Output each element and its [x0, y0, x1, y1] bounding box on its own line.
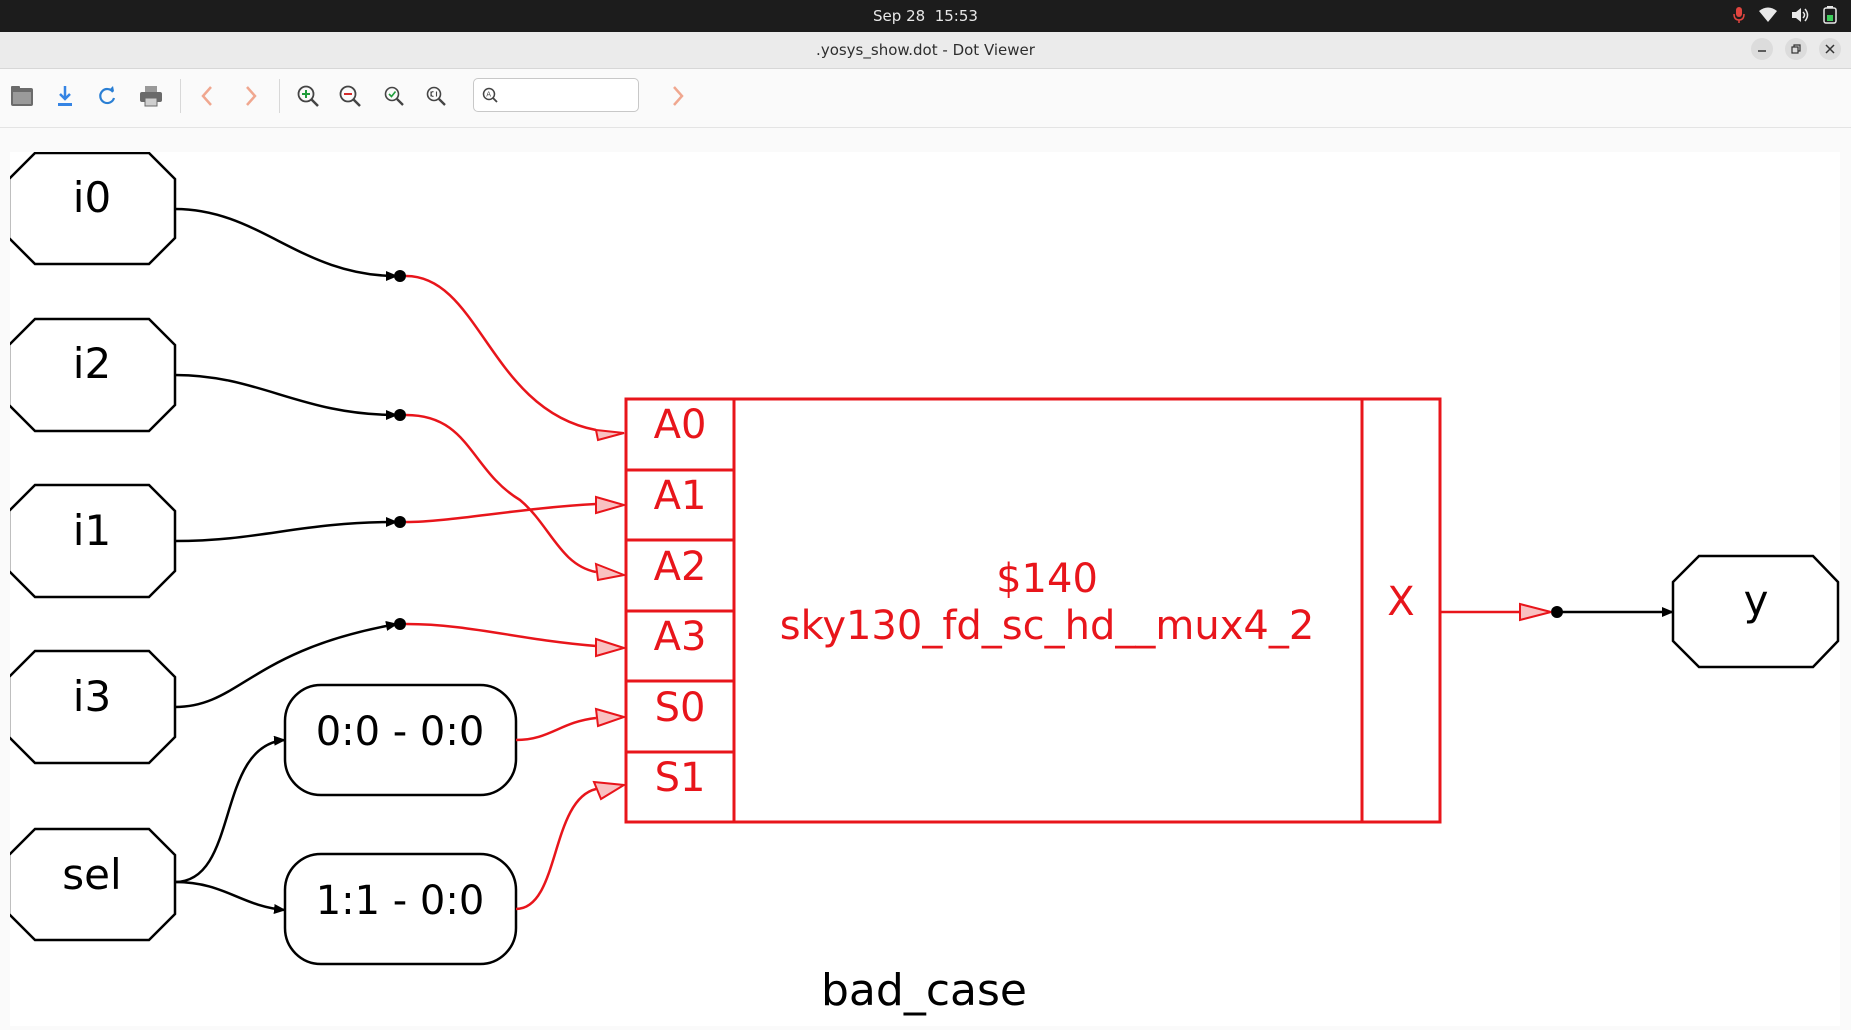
port-label: y: [1744, 576, 1769, 625]
pink-arrowheads: [592, 428, 1552, 801]
date-label: Sep 28: [873, 7, 926, 25]
system-top-bar: Sep 28 15:53: [0, 0, 1851, 32]
search-icon: A: [482, 87, 498, 107]
port-label: i0: [73, 173, 111, 222]
graph-caption: bad_case: [821, 965, 1027, 1016]
zoom-out-button[interactable]: [332, 78, 368, 114]
back-icon: [201, 86, 212, 106]
svg-text:A: A: [486, 91, 491, 99]
junction-dots: [394, 270, 1563, 630]
search-box[interactable]: A: [473, 78, 639, 112]
search-input[interactable]: [504, 84, 636, 108]
input-port-i2[interactable]: i2: [7, 317, 177, 433]
close-button[interactable]: [1819, 38, 1841, 60]
splice-label: 1:1 - 0:0: [316, 878, 485, 924]
system-tray[interactable]: [1733, 6, 1837, 28]
cell-port-S0: S0: [655, 685, 706, 731]
cell-type: sky130_fd_sc_hd__mux4_2: [780, 603, 1315, 649]
graph-svg: i0 i2 i1 i3 sel y 0:0 - 0:0: [7, 151, 1840, 1016]
cell-port-A1: A1: [654, 473, 707, 519]
microphone-icon[interactable]: [1733, 6, 1745, 28]
forward-button[interactable]: [233, 78, 269, 114]
time-label: 15:53: [934, 7, 978, 25]
find-next-icon: [673, 86, 684, 106]
port-label: i1: [73, 506, 111, 555]
black-edges: [174, 207, 1674, 915]
input-port-i0[interactable]: i0: [7, 151, 177, 266]
close-icon: [1825, 44, 1835, 54]
restore-button[interactable]: [1785, 38, 1807, 60]
mux-cell[interactable]: [624, 397, 1442, 824]
input-port-i1[interactable]: i1: [7, 483, 177, 599]
zoom-fit-button[interactable]: [376, 78, 412, 114]
wifi-icon[interactable]: [1759, 7, 1777, 27]
volume-icon[interactable]: [1791, 7, 1809, 27]
splice-node-sel-0[interactable]: 0:0 - 0:0: [283, 683, 518, 797]
window-title: .yosys_show.dot - Dot Viewer: [816, 41, 1035, 59]
cell-port-S1: S1: [655, 755, 706, 801]
port-label: i2: [73, 339, 111, 388]
cell-port-A3: A3: [654, 614, 707, 660]
reload-icon: [99, 86, 116, 105]
forward-icon: [246, 86, 257, 106]
back-button[interactable]: [189, 78, 225, 114]
splice-node-sel-1[interactable]: 1:1 - 0:0: [283, 852, 518, 966]
minimize-button[interactable]: [1751, 38, 1773, 60]
zoom-in-button[interactable]: [290, 78, 326, 114]
zoom-out-icon: [339, 85, 361, 107]
find-next-button[interactable]: [660, 78, 696, 114]
reload-button[interactable]: [89, 78, 125, 114]
port-label: i3: [73, 672, 111, 721]
battery-icon[interactable]: [1823, 6, 1837, 28]
save-button[interactable]: [47, 78, 83, 114]
input-port-i3[interactable]: i3: [7, 649, 177, 765]
splice-label: 0:0 - 0:0: [316, 709, 485, 755]
zoom-100-button[interactable]: [418, 78, 454, 114]
cell-port-A2: A2: [654, 544, 707, 590]
toolbar: A: [0, 69, 1851, 128]
cell-port-X: X: [1387, 579, 1414, 625]
output-port-y[interactable]: y: [1671, 554, 1840, 669]
port-label: sel: [62, 850, 121, 899]
red-edges: [405, 274, 1520, 911]
open-icon: [11, 86, 33, 106]
mux-cell-labels: A0 A1 A2 A3 S0 S1 $140 sky130_fd_sc_hd__…: [654, 402, 1415, 801]
minimize-icon: [1758, 50, 1766, 52]
save-icon: [58, 86, 72, 106]
cell-id: $140: [996, 556, 1098, 602]
input-port-sel[interactable]: sel: [7, 827, 177, 942]
graph-canvas[interactable]: i0 i2 i1 i3 sel y 0:0 - 0:0: [7, 151, 1840, 1026]
print-button[interactable]: [133, 78, 169, 114]
open-button[interactable]: [4, 78, 40, 114]
cell-port-A0: A0: [654, 402, 707, 448]
window-title-bar[interactable]: .yosys_show.dot - Dot Viewer: [0, 32, 1851, 69]
clock[interactable]: Sep 28 15:53: [0, 7, 1851, 25]
restore-icon: [1791, 44, 1801, 54]
zoom-fit-icon: [384, 86, 404, 106]
print-icon: [140, 86, 162, 107]
zoom-in-icon: [297, 85, 319, 107]
zoom-100-icon: [426, 86, 446, 106]
